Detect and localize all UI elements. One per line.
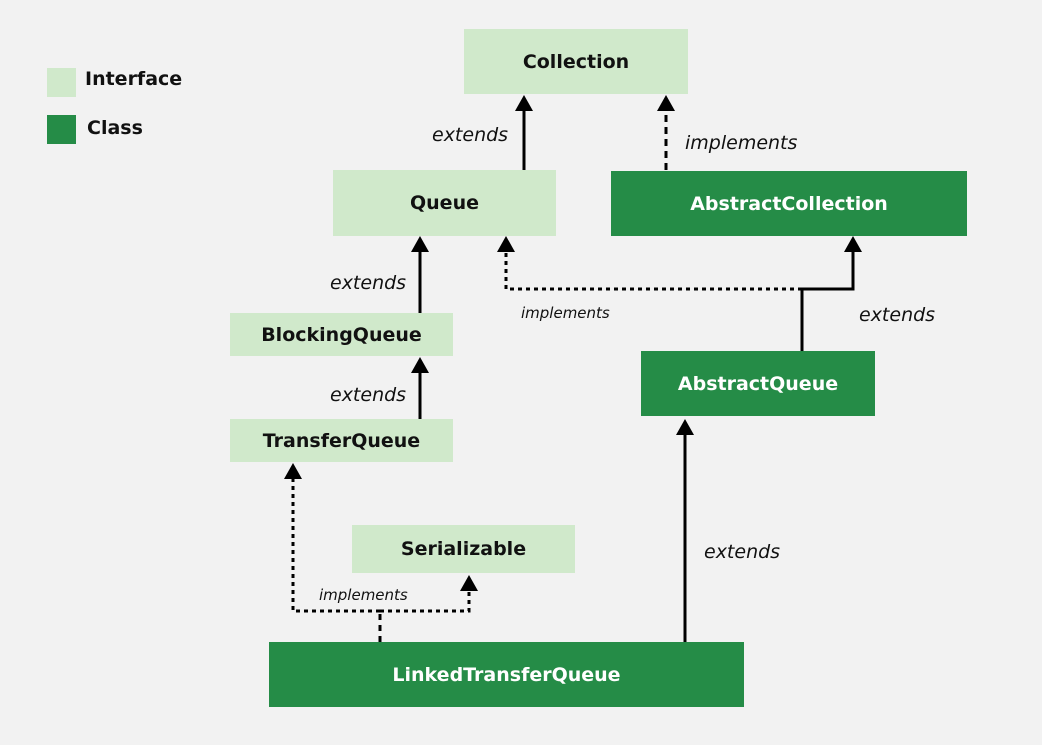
label-ltq-abstractqueue: extends xyxy=(704,541,781,563)
label-queue-collection: extends xyxy=(432,124,509,146)
legend-class-swatch xyxy=(47,115,76,144)
edge-abstractqueue-abstractcollection xyxy=(800,250,855,351)
arrowhead-abstractcollection-extends xyxy=(844,236,862,252)
label-abstractqueue-abstractcollection: extends xyxy=(859,304,936,326)
node-linked-transfer-queue: LinkedTransferQueue xyxy=(269,642,744,707)
arrowhead-blockingqueue-extends xyxy=(411,357,429,373)
node-abstract-queue: AbstractQueue xyxy=(641,351,875,416)
arrowhead-transferqueue-implements xyxy=(284,463,302,479)
node-blocking-queue: BlockingQueue xyxy=(230,313,453,356)
arrowhead-queue-implements xyxy=(497,236,515,252)
legend-interface-swatch xyxy=(47,68,76,97)
label-abstractqueue-queue: implements xyxy=(521,304,610,322)
label-transferqueue-blockingqueue: extends xyxy=(330,384,407,406)
arrowhead-collection-implements xyxy=(657,95,675,111)
node-serializable: Serializable xyxy=(352,525,575,573)
legend-interface-label: Interface xyxy=(85,68,183,90)
arrowhead-queue-extends xyxy=(411,236,429,252)
edge-abstractqueue-queue xyxy=(504,252,802,291)
node-abstract-collection: AbstractCollection xyxy=(611,171,967,236)
arrowhead-collection-extends xyxy=(515,95,533,111)
label-blockingqueue-queue: extends xyxy=(330,272,407,294)
arrowhead-serializable-implements xyxy=(460,575,478,591)
edge-ltq-serializable xyxy=(380,590,471,613)
node-queue: Queue xyxy=(333,170,556,236)
legend-class-label: Class xyxy=(87,117,143,139)
node-collection: Collection xyxy=(464,29,688,94)
label-abstractcollection-collection: implements xyxy=(685,132,798,154)
node-transfer-queue: TransferQueue xyxy=(230,419,453,462)
label-ltq-implements: implements xyxy=(319,586,408,604)
arrowhead-abstractqueue-extends xyxy=(676,419,694,435)
